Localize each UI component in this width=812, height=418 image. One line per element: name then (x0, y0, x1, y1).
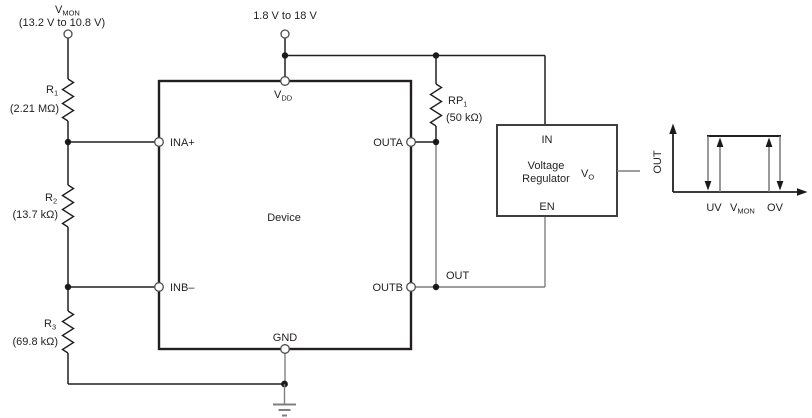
pin-outa-circle (406, 137, 416, 147)
pin-vdd-label: VDD (274, 89, 293, 103)
supply-label: 1.8 V to 18 V (253, 10, 317, 22)
ov-falling-arrowhead (776, 181, 784, 191)
pin-outa-label: OUTA (373, 137, 403, 149)
r2-label: R2 (45, 192, 57, 206)
junction-dot-r2-r3 (64, 283, 72, 291)
regulator-title-line1: Voltage (528, 160, 565, 172)
graph-tick-vmon: VMON (730, 202, 755, 216)
supply-terminal (280, 29, 290, 39)
pin-inb-circle (154, 282, 164, 292)
out-vs-vmon-graph: OUT UV VMON OV (652, 123, 808, 216)
r3-resistor (61, 310, 75, 354)
regulator-pin-en-label: EN (539, 201, 554, 213)
junction-dot-r1-r2 (64, 138, 72, 146)
pin-outb-circle (406, 282, 416, 292)
regulator-pin-in-label: IN (542, 134, 553, 146)
graph-x-axis-arrowhead (797, 188, 808, 196)
rp1-label: RP1 (448, 95, 467, 109)
r1-resistor (61, 78, 75, 122)
supply-branch: 1.8 V to 18 V (253, 10, 546, 125)
graph-tick-ov: OV (767, 202, 784, 214)
r1-label: R1 (46, 84, 58, 98)
r2-resistor (61, 184, 75, 228)
graph-y-axis-arrowhead (669, 123, 677, 134)
ground-symbol (273, 380, 296, 417)
vmon-label: VMON (55, 4, 80, 18)
junction-dot-outa-rp1 (432, 138, 440, 146)
pin-ina-label: INA+ (170, 137, 195, 149)
r3-label: R3 (44, 318, 56, 332)
vmon-range-label: (13.2 V to 10.8 V) (19, 17, 105, 29)
device: Device INA+ INB– OUTA OUTB VDD GND OUT (154, 76, 546, 384)
rp1-branch: RP1 (50 kΩ) (429, 55, 482, 142)
pin-inb-label: INB– (170, 282, 195, 294)
pin-gnd-circle (280, 344, 290, 354)
pin-gnd-label: GND (273, 332, 298, 344)
r2-value: (13.7 kΩ) (12, 209, 58, 221)
regulator-title-line2: Regulator (522, 173, 570, 185)
graph-y-axis-label: OUT (652, 150, 664, 174)
graph-tick-uv: UV (706, 202, 722, 214)
pin-ina-circle (154, 137, 164, 147)
uv-falling-arrowhead (704, 181, 712, 191)
ov-rising-arrowhead (765, 137, 773, 147)
out-net-label: OUT (446, 270, 470, 282)
r3-value: (69.8 kΩ) (12, 336, 58, 348)
voltage-regulator: IN Voltage Regulator VO EN (496, 124, 640, 217)
uv-rising-arrowhead (716, 137, 724, 147)
junction-dot-outb-out (432, 283, 440, 291)
device-label: Device (267, 212, 301, 224)
rp1-value: (50 kΩ) (446, 112, 482, 124)
regulator-vo-label: VO (581, 168, 594, 182)
vmon-branch: VMON (13.2 V to 10.8 V) R1 (2.21 MΩ) R2 … (10, 4, 285, 385)
junction-dot-vdd-rail (281, 52, 289, 59)
rp1-resistor (429, 83, 443, 127)
pin-vdd-circle (280, 76, 290, 86)
r1-value: (2.21 MΩ) (10, 103, 59, 115)
vmon-terminal (63, 29, 73, 39)
pin-outb-label: OUTB (372, 282, 403, 294)
